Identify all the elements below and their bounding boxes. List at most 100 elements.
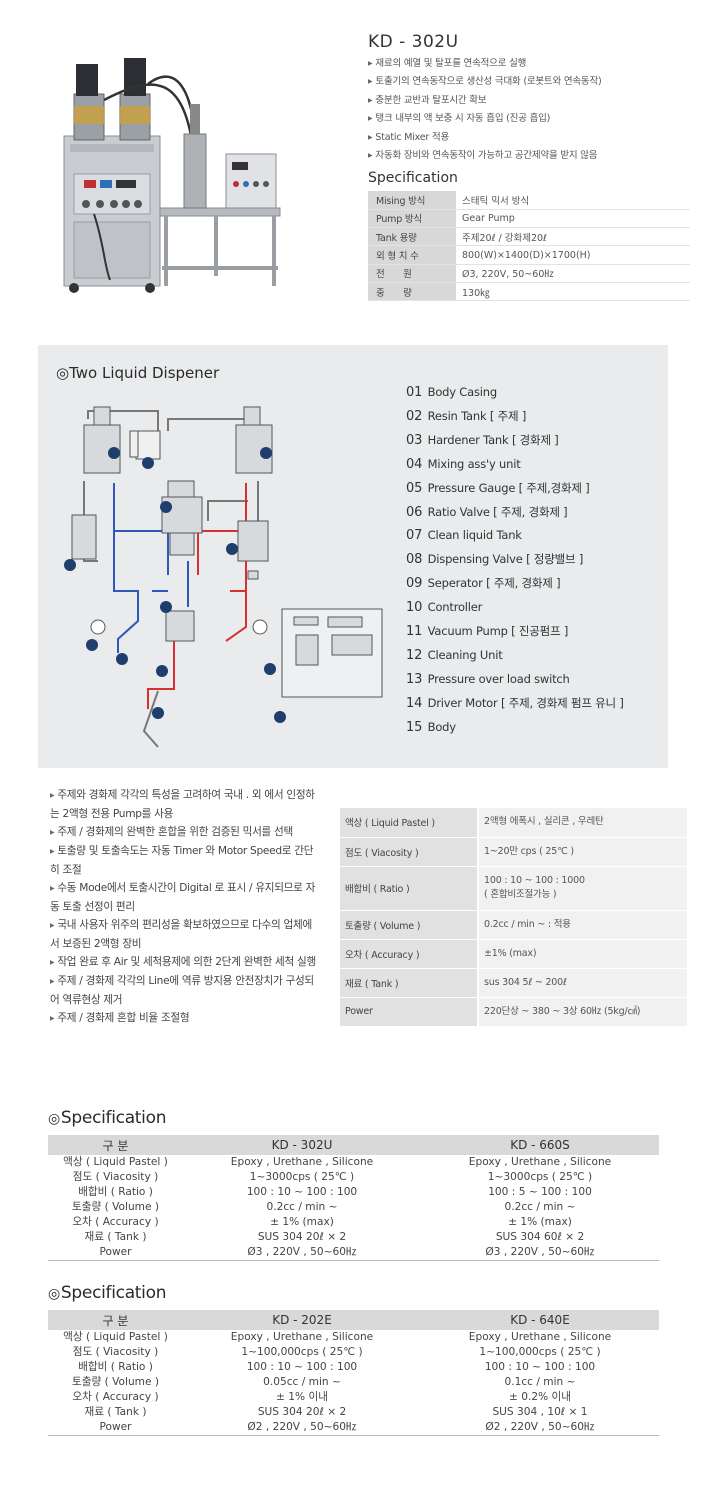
part-number: 12 (406, 647, 423, 663)
property-value: sus 304 5ℓ ~ 200ℓ (478, 968, 687, 998)
model-title: KD - 302U (368, 32, 459, 52)
spec-value: 800(W)×1400(D)×1700(H) (456, 245, 690, 265)
spec-key: Tank 용량 (368, 227, 456, 247)
list-item: 작업 완료 후 Air 및 세척용제에 의한 2단계 완벽한 세척 실행 (50, 953, 320, 972)
table-cell: Epoxy , Urethane , Silicone (230, 1331, 374, 1343)
property-key: 오차 ( Accuracy ) (340, 939, 479, 969)
table-cell: ± 1% (max) (270, 1216, 334, 1228)
part-number: 09 (406, 576, 423, 592)
table-row: 액상 ( Liquid Pastel )Epoxy , Urethane , S… (48, 1330, 659, 1345)
row-label: 재료 ( Tank ) (84, 1406, 147, 1418)
table-row: 오차 ( Accuracy ) ± 1% 이내 ± 0.2% 이내 (48, 1390, 659, 1405)
title-text: Specification (60, 1108, 167, 1128)
list-item: 수동 Mode에서 토출시간이 Digital 로 표시 / 유지되므로 자동 … (50, 879, 320, 916)
dispener-section: ◎Two Liquid Dispener (38, 345, 668, 768)
table-cell: Epoxy , Urethane , Silicone (230, 1156, 374, 1168)
machine-photo (63, 58, 281, 293)
list-item: 03 Hardener Tank [ 경화제 ] (406, 429, 624, 453)
table-row: 토출량 ( Volume )0.2cc / min ~ : 적용 (340, 910, 687, 940)
part-label: Hardener Tank [ 경화제 ] (427, 432, 559, 447)
property-key: Power (340, 997, 479, 1027)
parts-list: 01 Body Casing 02 Resin Tank [ 주제 ] 03 H… (406, 381, 624, 740)
part-label: Resin Tank [ 주제 ] (427, 408, 527, 423)
table-row: 액상 ( Liquid Pastel )2액형 에폭시 , 실리콘 , 우레탄 (340, 808, 687, 838)
property-key: 액상 ( Liquid Pastel ) (340, 808, 479, 838)
table-cell: 100 : 5 ~ 100 : 100 (488, 1186, 592, 1198)
part-number: 04 (406, 456, 423, 472)
table-cell: 0.05cc / min ~ (263, 1376, 341, 1388)
dispener-title: ◎Two Liquid Dispener (56, 364, 220, 382)
row-label: 배합비 ( Ratio ) (78, 1186, 153, 1198)
table-cell: 1~100,000cps ( 25℃ ) (479, 1346, 601, 1358)
row-label: 오차 ( Accuracy ) (72, 1391, 159, 1403)
table-row: 오차 ( Accuracy )± 1% (max)± 1% (max) (48, 1215, 659, 1230)
title-text: Specification (60, 1283, 167, 1303)
row-label: 오차 ( Accuracy ) (72, 1216, 159, 1228)
part-label: Mixing ass'y unit (427, 456, 521, 471)
row-label: 배합비 ( Ratio ) (78, 1361, 153, 1373)
row-label: 토출량 ( Volume ) (71, 1376, 159, 1388)
table-cell: Ø2 , 220V , 50~60㎐ (183, 1420, 421, 1436)
table-cell: Ø3 , 220V , 50~60㎐ (183, 1245, 421, 1261)
list-item: 09 Seperator [ 주제, 경화제 ] (406, 572, 624, 596)
row-label: Power (48, 1245, 183, 1261)
list-item: 주제 / 경화제 각각의 Line에 역류 방지용 안전장치가 구성되어 역류현… (50, 972, 320, 1009)
spec-key: Mising 방식 (368, 191, 456, 210)
table-cell: 0.2cc / min ~ (504, 1201, 576, 1213)
spec-key: 전 원 (368, 264, 456, 283)
spec-table-1-title: ◎Specification (48, 1108, 166, 1128)
part-number: 14 (406, 695, 423, 711)
list-item: 13 Pressure over load switch (406, 668, 624, 692)
part-number: 05 (406, 480, 423, 496)
property-key: 점도 ( Viacosity ) (340, 837, 479, 867)
table-cell: ± 1% 이내 (276, 1391, 328, 1403)
list-item: 주제 / 경화제의 완벽한 혼합을 위한 검증된 믹서를 선택 (50, 823, 320, 842)
part-number: 11 (406, 624, 423, 640)
list-item: 토출량 및 토출속도는 자동 Timer 와 Motor Speed로 간단히 … (50, 842, 320, 879)
table-cell: Epoxy , Urethane , Silicone (468, 1156, 612, 1168)
column-header: KD - 302U (183, 1135, 421, 1155)
property-key: 배합비 ( Ratio ) (340, 866, 479, 911)
row-label: 재료 ( Tank ) (84, 1231, 147, 1243)
part-number: 01 (406, 385, 423, 400)
property-value: 1~20만 cps ( 25℃ ) (478, 837, 687, 867)
part-number: 02 (406, 408, 423, 424)
part-label: Dispensing Valve [ 정량밸브 ] (427, 552, 584, 567)
table-cell: 1~3000cps ( 25℃ ) (487, 1171, 593, 1183)
row-label: 액상 ( Liquid Pastel ) (63, 1156, 168, 1168)
part-label: Ratio Valve [ 주제, 경화제 ] (427, 504, 568, 519)
property-key: 토출량 ( Volume ) (340, 910, 479, 940)
spec-value: Ø3, 220V, 50~60㎐ (456, 264, 690, 283)
spec-table-2-title: ◎Specification (48, 1283, 166, 1303)
table-cell: 100 : 10 ~ 100 : 100 (246, 1361, 358, 1373)
spec-value: 130㎏ (456, 282, 690, 302)
table-cell: Ø2 , 220V , 50~60㎐ (421, 1420, 659, 1436)
spec-table-2: 구 분 KD - 202E KD - 640E 액상 ( Liquid Past… (48, 1310, 659, 1436)
table-cell: ± 0.2% 이내 (508, 1391, 572, 1403)
spec-key: 외 형 치 수 (368, 245, 456, 265)
feature-item: 탱크 내부의 액 보충 시 자동 흡입 (진공 흡입) (368, 110, 708, 128)
property-value: 100 : 10 ~ 100 : 1000( 혼합비조절가능 ) (478, 866, 687, 911)
part-label: Driver Motor [ 주제, 경화제 펌프 유니 ] (427, 695, 624, 710)
part-label: Clean liquid Tank (427, 528, 522, 543)
table-row: 점도 ( Viacosity )1~3000cps ( 25℃ )1~3000c… (48, 1170, 659, 1185)
list-item: 15 Body (406, 716, 624, 740)
list-item: 12 Cleaning Unit (406, 644, 624, 668)
list-item: 07 Clean liquid Tank (406, 524, 624, 548)
feature-list: 재료의 예열 및 탈포를 연속적으로 실행 토출기의 연속동작으로 생산성 극대… (368, 55, 708, 165)
table-cell: SUS 304 60ℓ × 2 (495, 1231, 585, 1243)
feature-item: 토출기의 연속동작으로 생산성 극대화 (로봇트와 연속동작) (368, 73, 708, 91)
table-row: 점도 ( Viacosity )1~100,000cps ( 25℃ )1~10… (48, 1345, 659, 1360)
feature-item: Static Mixer 적용 (368, 129, 708, 147)
spec-key: Pump 방식 (368, 209, 456, 229)
row-label: Power (48, 1420, 183, 1436)
feature-item: 재료의 예열 및 탈포를 연속적으로 실행 (368, 55, 708, 73)
spec-heading: Specification (368, 170, 458, 186)
list-item: 주제 / 경화제 혼합 비율 조절형 (50, 1009, 320, 1028)
list-item: 11 Vacuum Pump [ 진공펌프 ] (406, 620, 624, 644)
